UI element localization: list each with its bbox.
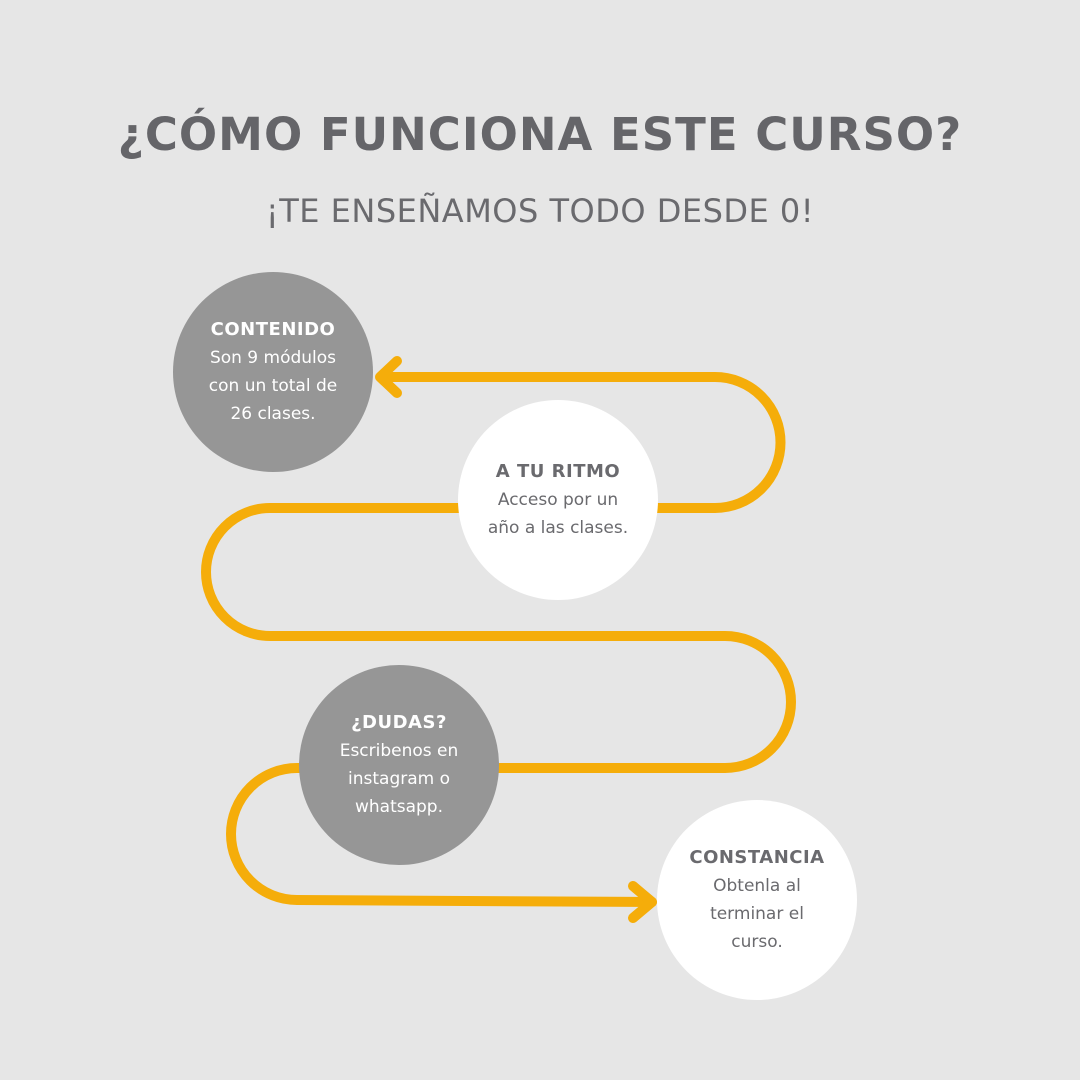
step-text: año a las clases.: [487, 518, 629, 538]
step-a-tu-ritmo: A TU RITMO Acceso por un año a las clase…: [458, 400, 658, 600]
page-title: ¿CÓMO FUNCIONA ESTE CURSO?: [117, 108, 963, 161]
step-text: Obtenla al: [713, 876, 801, 896]
step-text: Acceso por un: [497, 490, 619, 510]
step-text: instagram o: [348, 769, 450, 789]
step-text: Son 9 módulos: [209, 348, 337, 368]
path-line: [201, 372, 796, 907]
step-heading: CONSTANCIA: [689, 847, 825, 868]
arrow-left-icon: [375, 356, 402, 398]
step-heading: A TU RITMO: [495, 461, 621, 482]
step-heading: CONTENIDO: [210, 319, 336, 340]
step-text: whatsapp.: [354, 797, 444, 817]
page-subtitle: ¡TE ENSEÑAMOS TODO DESDE 0!: [265, 192, 815, 230]
arrow-right-icon: [628, 881, 657, 923]
step-text: con un total de: [208, 376, 338, 396]
step-text: Escribenos en: [339, 741, 459, 761]
step-text: 26 clases.: [230, 404, 316, 424]
step-text: terminar el: [710, 904, 804, 924]
step-dudas: ¿DUDAS? Escribenos en instagram o whatsa…: [299, 665, 499, 865]
step-text: curso.: [731, 932, 783, 952]
step-contenido: CONTENIDO Son 9 módulos con un total de …: [173, 272, 373, 472]
step-constancia: CONSTANCIA Obtenla al terminar el curso.: [657, 800, 857, 1000]
step-heading: ¿DUDAS?: [351, 712, 447, 733]
